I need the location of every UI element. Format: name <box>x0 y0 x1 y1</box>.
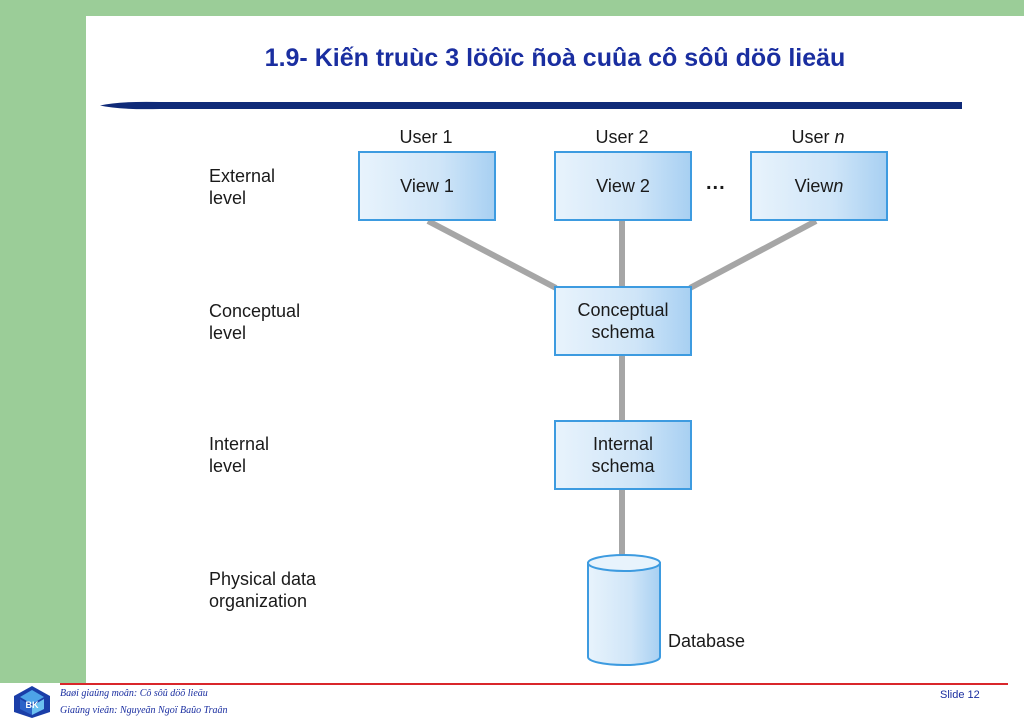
view-2-box: View 2 <box>554 151 692 221</box>
database-label: Database <box>668 631 746 651</box>
internal-level-label: Internal level <box>209 434 270 476</box>
conceptual-schema-box: Conceptual schema <box>554 286 692 356</box>
user-2-label: User 2 <box>595 127 649 147</box>
conceptual-level-label: Conceptual level <box>209 301 301 343</box>
slide-number: Slide 12 <box>940 689 980 701</box>
connector-viewn <box>688 218 818 291</box>
footer-course: Baøi giaûng moân: Cô sôû döõ lieäu <box>60 688 208 699</box>
views-ellipsis: ... <box>706 172 726 194</box>
database-cylinder <box>587 554 661 666</box>
external-level-label: External level <box>209 166 276 208</box>
physical-level-label: Physical data organization <box>209 569 317 611</box>
user-1-label: User 1 <box>399 127 453 147</box>
slide-title: 1.9- Kiến truùc 3 löôïc ñoà cuûa cô sôû … <box>264 44 846 72</box>
connector-view1 <box>426 218 558 291</box>
view-n-box: View n <box>750 151 888 221</box>
user-n-label: User n <box>791 127 845 147</box>
slide-canvas <box>86 16 1024 725</box>
internal-schema-box: Internal schema <box>554 420 692 490</box>
svg-text:BK: BK <box>26 700 39 710</box>
footer-bar <box>0 683 1024 725</box>
title-rule <box>100 101 962 110</box>
bk-logo-icon: BK <box>14 686 50 718</box>
footer-rule <box>60 683 1008 685</box>
footer-lecturer: Giaûng vieân: Nguyeãn Ngoï Baûo Traân <box>60 705 228 716</box>
view-1-box: View 1 <box>358 151 496 221</box>
